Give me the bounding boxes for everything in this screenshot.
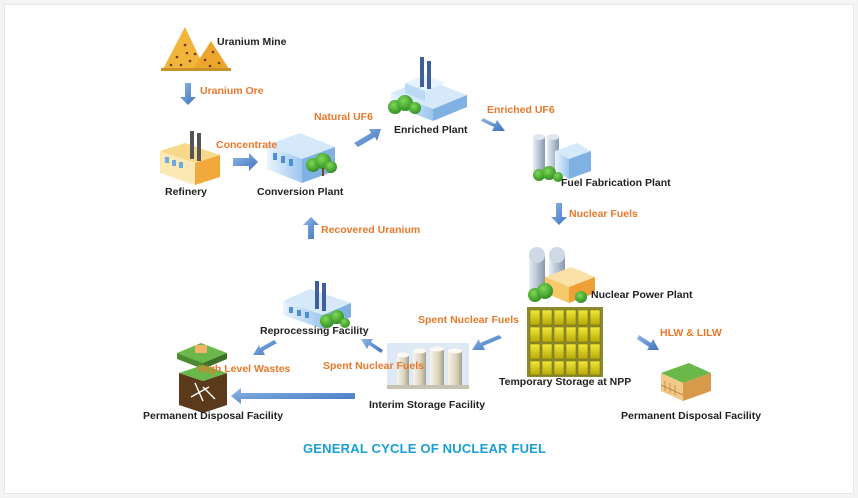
fuel-fabrication-plant-label: Fuel Fabrication Plant [561, 177, 671, 189]
ore-pile-icon [161, 27, 231, 71]
nuclear-power-plant-icon [528, 247, 595, 303]
conversion-plant-label: Conversion Plant [257, 186, 344, 198]
arrow-spent-fuels-interim [361, 339, 383, 353]
arrow-spent-fuels-npp [472, 335, 502, 350]
diagram-title: GENERAL CYCLE OF NUCLEAR FUEL [303, 441, 547, 456]
interim-storage-label: Interim Storage Facility [369, 399, 486, 411]
flow-concentrate: Concentrate [216, 139, 278, 151]
permanent-disposal-right-label: Permanent Disposal Facility [621, 410, 762, 422]
flow-spent-fuels-npp: Spent Nuclear Fuels [418, 314, 519, 326]
flow-nuclear-fuels: Nuclear Fuels [569, 208, 638, 220]
reprocessing-facility-icon [283, 281, 351, 329]
uranium-mine-label: Uranium Mine [217, 36, 287, 48]
arrow-concentrate [233, 153, 258, 171]
flow-arrows [180, 83, 659, 404]
diagram-card: Uranium Mine Refinery Conversion Plant E… [4, 4, 854, 494]
refinery-label: Refinery [165, 186, 208, 198]
flow-uranium-ore: Uranium Ore [200, 85, 264, 97]
flow-enriched-uf6: Enriched UF6 [487, 104, 555, 116]
flow-recovered-uranium: Recovered Uranium [321, 224, 421, 236]
refinery-icon [160, 131, 220, 185]
temporary-storage-label: Temporary Storage at NPP [499, 376, 632, 388]
flow-spent-fuels-interim: Spent Nuclear Fuels [323, 360, 424, 372]
enriched-plant-icon [388, 57, 467, 121]
permanent-disposal-left-label: Permanent Disposal Facility [143, 410, 284, 422]
diagram-artwork [160, 27, 711, 413]
conversion-plant-icon [267, 133, 337, 183]
interim-storage-icon [387, 343, 469, 389]
arrow-recovered-uranium [303, 217, 319, 239]
disposal-facility-icon [660, 363, 711, 401]
flow-high-level-wastes: High Level Wastes [198, 363, 291, 375]
arrow-natural-uf6 [354, 129, 381, 147]
flow-natural-uf6: Natural UF6 [314, 111, 373, 123]
enriched-plant-label: Enriched Plant [394, 124, 468, 136]
arrow-enriched-uf6 [481, 118, 505, 131]
reprocessing-facility-label: Reprocessing Facility [260, 325, 369, 337]
disposal-facility-icon [177, 343, 227, 413]
flow-hlw-lilw: HLW & LILW [660, 327, 722, 339]
arrow-hlw-lilw [637, 335, 659, 350]
arrow-ore [180, 83, 196, 105]
arrow-interim-to-disposal [231, 388, 355, 404]
temporary-storage-icon [527, 307, 603, 377]
nuclear-power-plant-label: Nuclear Power Plant [591, 289, 693, 301]
arrow-high-level-wastes [253, 340, 277, 355]
fuel-fabrication-icon [533, 134, 591, 182]
arrow-nuclear-fuels [551, 203, 567, 225]
